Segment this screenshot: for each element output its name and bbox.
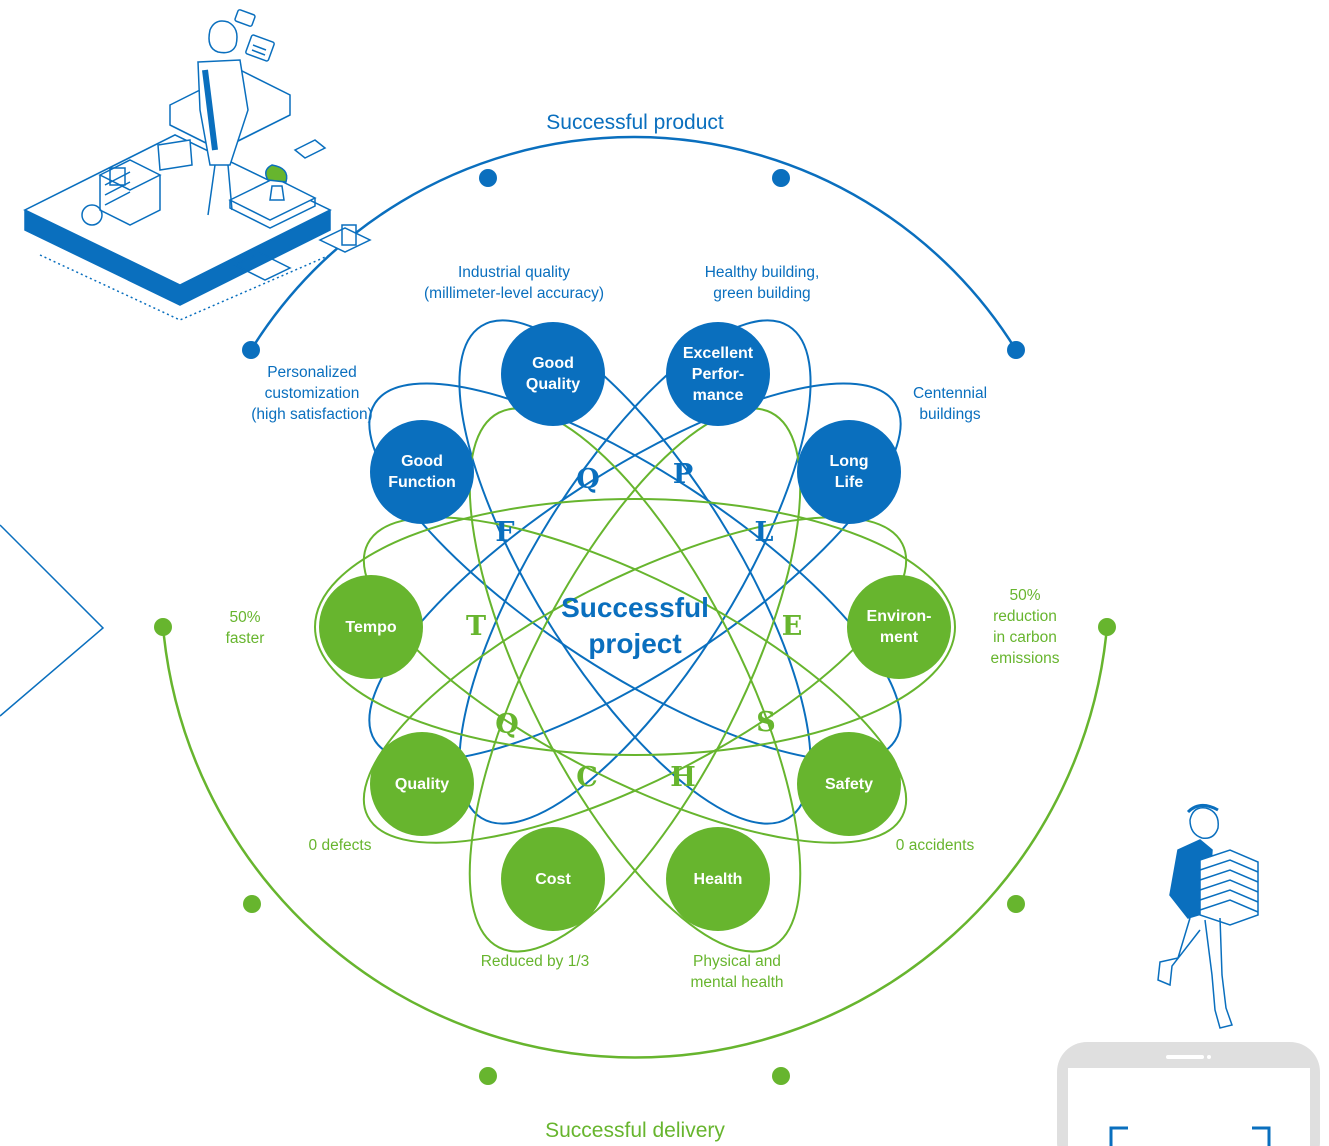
delivery-arc-dots	[154, 618, 1116, 1085]
center-title: Successful project	[561, 592, 709, 659]
product-arc	[249, 135, 1018, 351]
delivery-arc	[161, 626, 1109, 1059]
phone-frame-illustration	[1057, 1042, 1320, 1146]
note-carbon-reduction: 50% reduction in carbon emissions	[990, 587, 1060, 667]
note-healthy-building: Healthy building, green building	[704, 264, 820, 302]
node-label: Long Life	[829, 453, 869, 491]
note-industrial-quality: Industrial quality (millimeter-level acc…	[424, 264, 604, 302]
office-worker-illustration	[23, 9, 372, 321]
note-reduced-cost: Reduced by 1/3	[480, 953, 590, 970]
letter-s: S	[756, 707, 776, 738]
note-personalized-customization: Personalized customization (high satisfa…	[251, 364, 373, 423]
product-arc-dots	[242, 169, 1025, 359]
node-label: Safety	[824, 775, 874, 793]
note-0-accidents: 0 accidents	[895, 837, 975, 854]
node-label: Excellent Perfor- mance	[682, 344, 754, 404]
letter-p: P	[672, 459, 694, 490]
runner-with-documents-illustration	[1157, 804, 1259, 1029]
left-diamond-outline	[0, 524, 105, 717]
node-label: Quality	[394, 775, 450, 793]
node-label: Health	[693, 870, 743, 888]
letter-f: F	[495, 517, 515, 548]
letter-e: E	[781, 611, 803, 642]
node-excellent-performance: Excellent Perfor- mance	[666, 322, 770, 426]
node-tempo: Tempo	[319, 575, 423, 679]
successful-delivery-label: Successful delivery	[545, 1119, 725, 1142]
letter-h: H	[670, 762, 696, 793]
letter-l: L	[754, 517, 774, 548]
node-label: Cost	[535, 870, 571, 888]
note-0-defects: 0 defects	[308, 837, 372, 854]
node-environment: Environ- ment	[847, 575, 951, 679]
successful-product-label: Successful product	[546, 111, 724, 134]
node-safety: Safety	[797, 732, 901, 836]
node-label: Good Quality	[525, 355, 581, 393]
node-cost: Cost	[501, 827, 605, 931]
node-good-function: Good Function	[370, 420, 474, 524]
letter-q-delivery: Q	[495, 709, 519, 740]
letter-q-product: Q	[576, 464, 600, 495]
node-label: Good Function	[388, 453, 456, 491]
node-health: Health	[666, 827, 770, 931]
node-good-quality: Good Quality	[501, 322, 605, 426]
note-50-faster: 50% faster	[225, 609, 265, 647]
note-health: Physical and mental health	[690, 953, 784, 991]
node-label: Tempo	[345, 618, 397, 636]
node-label: Environ- ment	[866, 608, 932, 646]
node-long-life: Long Life	[797, 420, 901, 524]
node-quality: Quality	[370, 732, 474, 836]
product-orbits	[368, 319, 902, 825]
delivery-orbits	[314, 407, 956, 953]
note-centennial-buildings: Centennial buildings	[912, 385, 988, 423]
letter-t: T	[465, 611, 487, 642]
letter-c: C	[576, 762, 598, 793]
